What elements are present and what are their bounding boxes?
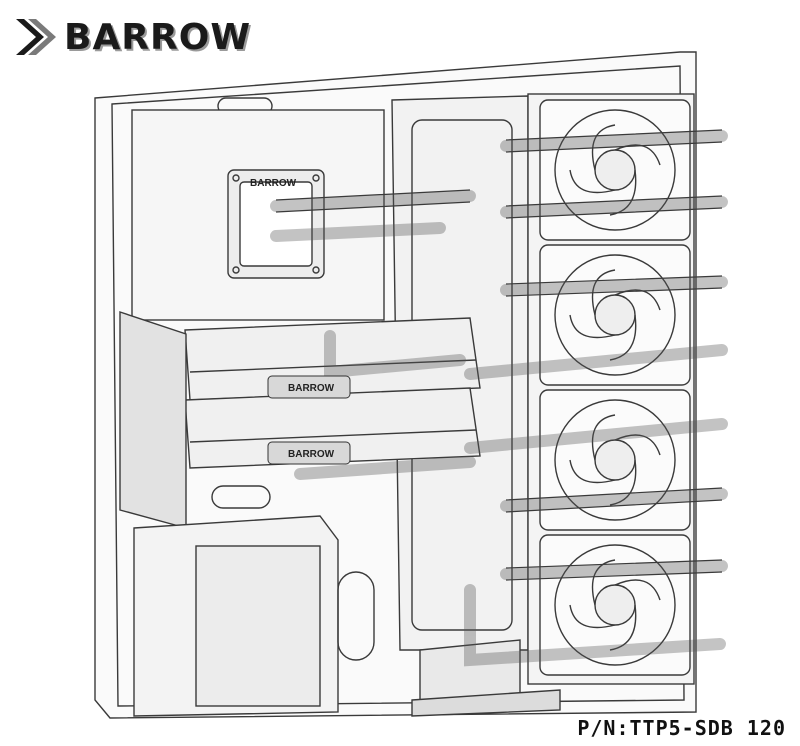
fan-1 — [539, 99, 691, 241]
tube-rad-1 — [500, 130, 728, 152]
tube-gpu-1 — [324, 330, 466, 379]
tube-cpu-bottom — [270, 222, 446, 242]
brand-logo: BARROW — [14, 12, 251, 62]
fan-3 — [539, 389, 691, 531]
psu-box — [195, 545, 321, 707]
block-badge-text: BARROW — [288, 383, 335, 394]
tube-rad-7 — [500, 560, 728, 580]
tube-cpu-top — [270, 190, 476, 212]
tube-rad-4 — [464, 344, 728, 380]
chevron-arrow-icon — [16, 19, 56, 55]
gpu-block-1 — [184, 317, 481, 401]
case-inner-edge — [111, 65, 685, 707]
gpu-bridge-1 — [267, 375, 351, 399]
mid-slot — [211, 485, 271, 509]
pcie-bracket — [119, 311, 187, 529]
part-number-label: P/N:TTP5-SDB 120 — [577, 716, 786, 740]
tube-rad-6 — [500, 488, 728, 512]
block-badge-text-2: BARROW — [288, 449, 335, 460]
lower-slot — [337, 571, 375, 661]
cpu-block — [227, 169, 325, 279]
tube-rad-2 — [500, 196, 728, 218]
tube-rad-3 — [500, 276, 728, 296]
tube-pump — [464, 584, 726, 667]
fan-4 — [539, 534, 691, 676]
brand-name: BARROW — [64, 16, 252, 58]
tube-gpu-2 — [294, 456, 476, 480]
gpu-bridge-2 — [267, 441, 351, 465]
tube-rad-5 — [464, 418, 728, 454]
cpu-badge-text: BARROW — [250, 178, 297, 189]
pump — [411, 639, 561, 717]
gpu-block-2 — [184, 387, 481, 469]
